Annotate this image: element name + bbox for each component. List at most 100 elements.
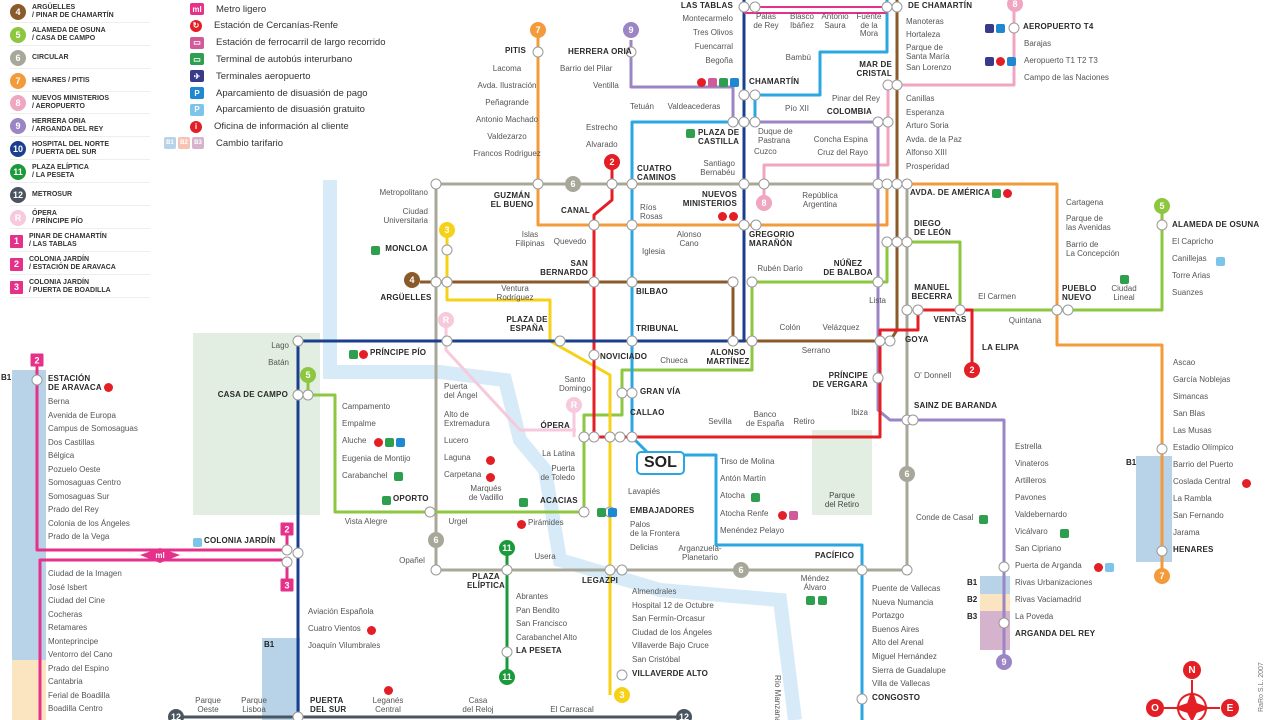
station-label[interactable]: NUEVOS MINISTERIOS xyxy=(682,190,737,208)
station-label[interactable]: Montecarmelo xyxy=(682,14,733,23)
line-3-badge[interactable]: 3 xyxy=(614,687,630,703)
station-label[interactable]: ARGÜELLES xyxy=(380,293,432,302)
station-label[interactable]: Antón Martín xyxy=(720,474,766,484)
station-label[interactable]: Arganzuela- Planetario xyxy=(678,544,722,562)
station-label[interactable]: Santiago Bernabéu xyxy=(700,159,735,177)
station-marker[interactable] xyxy=(1156,545,1168,557)
station-label[interactable]: Atocha Renfe xyxy=(720,508,769,518)
station-label[interactable]: Pío XII xyxy=(784,104,810,113)
station-marker[interactable] xyxy=(532,46,544,58)
station-label[interactable]: Parque de las Avenidas xyxy=(1066,214,1111,232)
station-label[interactable]: Colón xyxy=(779,323,801,332)
station-label[interactable]: Ríos Rosas xyxy=(640,203,663,221)
station-label[interactable]: Retamares xyxy=(48,623,88,632)
station-label[interactable]: PUEBLO NUEVO xyxy=(1062,284,1097,302)
station-label[interactable]: DIEGO DE LEÓN xyxy=(914,219,951,237)
station-label[interactable]: Valdeacederas xyxy=(667,102,721,111)
station-marker[interactable] xyxy=(302,389,314,401)
station-label[interactable]: Carabanchel Alto xyxy=(516,632,577,642)
station-label[interactable]: Arturo Soria xyxy=(906,121,949,131)
station-label[interactable]: Bélgica xyxy=(48,451,75,460)
station-marker[interactable] xyxy=(954,304,966,316)
station-label[interactable]: O' Donnell xyxy=(914,371,952,380)
station-label[interactable]: Sevilla xyxy=(708,417,732,426)
station-marker[interactable] xyxy=(588,276,600,288)
station-marker[interactable] xyxy=(907,414,919,426)
station-label[interactable]: Metropolitano xyxy=(379,188,428,197)
station-label[interactable]: AEROPUERTO T4 xyxy=(1023,22,1094,31)
line-6-badge[interactable]: 6 xyxy=(428,532,444,548)
station-label[interactable]: Atocha xyxy=(720,491,745,501)
station-label[interactable]: Begoña xyxy=(705,56,733,65)
station-marker[interactable] xyxy=(1156,219,1168,231)
station-marker[interactable] xyxy=(727,116,739,128)
line-12-badge[interactable]: 12 xyxy=(676,709,692,720)
station-marker[interactable] xyxy=(872,372,884,384)
station-label[interactable]: SAINZ DE BARANDA xyxy=(914,401,998,410)
station-label[interactable]: CHAMARTÍN xyxy=(749,77,800,86)
station-label[interactable]: Pan Bendito xyxy=(516,605,560,615)
station-label[interactable]: Rivas Urbanizaciones xyxy=(1015,578,1093,587)
station-label[interactable]: Lista xyxy=(869,296,886,305)
line-10[interactable] xyxy=(296,0,746,720)
station-label[interactable]: Urgel xyxy=(448,517,468,526)
station-label[interactable]: Aeropuerto T1 T2 T3 xyxy=(1024,56,1098,65)
station-marker[interactable] xyxy=(872,116,884,128)
station-marker[interactable] xyxy=(874,335,886,347)
station-label[interactable]: Almendrales xyxy=(632,587,677,596)
station-label[interactable]: Ciudad Lineal xyxy=(1111,284,1137,302)
station-label[interactable]: Joaquín Vilumbrales xyxy=(308,641,381,650)
station-marker[interactable] xyxy=(626,276,638,288)
station-label[interactable]: Puente de Vallecas xyxy=(872,584,941,593)
station-label[interactable]: PITIS xyxy=(505,46,527,55)
station-label[interactable]: Quintana xyxy=(1008,316,1042,325)
station-marker[interactable] xyxy=(884,335,896,347)
station-label[interactable]: AVDA. DE AMÉRICA xyxy=(910,188,991,197)
line-ml-badge[interactable]: 2 xyxy=(280,522,294,536)
station-label[interactable]: San Cipriano xyxy=(1015,544,1062,553)
line-4[interactable] xyxy=(420,0,899,343)
station-label[interactable]: Ferial de Boadilla xyxy=(48,690,110,700)
station-marker[interactable] xyxy=(578,506,590,518)
station-label[interactable]: Lacoma xyxy=(492,64,522,73)
line-6-badge[interactable]: 6 xyxy=(565,176,581,192)
station-marker[interactable] xyxy=(626,335,638,347)
line-2[interactable] xyxy=(592,162,974,439)
station-marker[interactable] xyxy=(604,431,616,443)
line-9-badge[interactable]: 9 xyxy=(996,654,1012,670)
station-label[interactable]: Ciudad de los Ángeles xyxy=(632,627,713,637)
station-label[interactable]: Alto de Extremadura xyxy=(444,410,490,428)
line-1[interactable] xyxy=(630,0,889,720)
station-label[interactable]: Leganés Central xyxy=(372,696,404,714)
line-6-badge[interactable]: 6 xyxy=(899,466,915,482)
station-label[interactable]: GUZMÁN EL BUENO xyxy=(490,191,534,209)
station-label[interactable]: Usera xyxy=(534,552,556,561)
station-label[interactable]: Casa del Reloj xyxy=(462,696,494,714)
station-label[interactable]: Avenida de Europa xyxy=(48,410,116,420)
station-label[interactable]: Alto del Arenal xyxy=(872,638,924,648)
station-label[interactable]: CALLAO xyxy=(630,408,665,417)
station-marker[interactable] xyxy=(998,561,1010,573)
station-marker[interactable] xyxy=(1156,443,1168,455)
station-label[interactable]: Torre Arias xyxy=(1172,271,1211,280)
station-marker[interactable] xyxy=(738,116,750,128)
station-marker[interactable] xyxy=(746,335,758,347)
station-label[interactable]: Opañel xyxy=(399,556,425,565)
station-label[interactable]: El Capricho xyxy=(1172,237,1214,246)
station-label[interactable]: Manoteras xyxy=(906,17,944,26)
station-label[interactable]: GREGORIO MARAÑÓN xyxy=(749,230,795,248)
station-marker[interactable] xyxy=(882,116,894,128)
station-label[interactable]: Estadio Olímpico xyxy=(1173,443,1234,452)
station-label[interactable]: Valdebernardo xyxy=(1015,510,1067,519)
station-marker[interactable] xyxy=(554,335,566,347)
station-label[interactable]: EMBAJADORES xyxy=(630,506,695,515)
station-label[interactable]: Cuzco xyxy=(754,147,777,156)
station-label[interactable]: Cocheras xyxy=(48,609,83,619)
station-label[interactable]: Tetuán xyxy=(629,102,655,111)
station-label[interactable]: MANUEL BECERRA xyxy=(911,283,953,301)
station-label[interactable]: Peñagrande xyxy=(485,98,529,107)
station-label[interactable]: Avda. de la Paz xyxy=(906,134,962,144)
